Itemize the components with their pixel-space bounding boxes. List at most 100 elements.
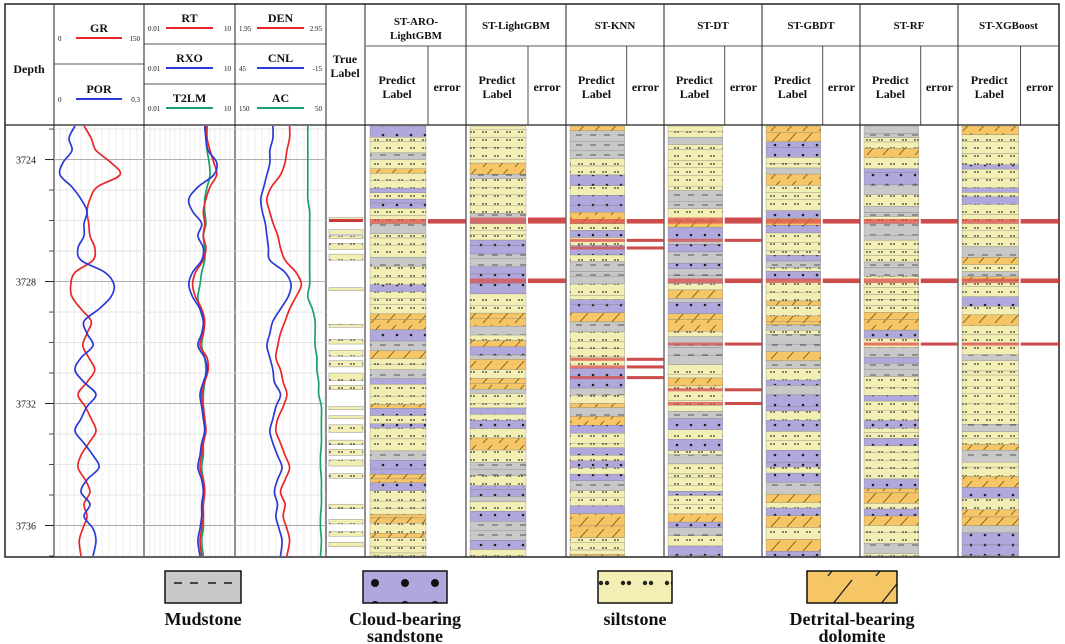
lithology-layer [961, 509, 1019, 518]
true-label-layer [328, 473, 364, 479]
lithology-layer [863, 468, 919, 480]
predict-label-text: Predict [378, 73, 415, 87]
lithology-layer [469, 462, 527, 470]
lithology-layer [961, 325, 1019, 336]
lithology-layer [863, 137, 919, 143]
lithology-layer [667, 283, 723, 291]
lithology-layer [369, 395, 427, 405]
lithology-layer [667, 527, 723, 536]
curve-name: GR [90, 21, 108, 35]
lithology-layer [469, 389, 527, 394]
error-band [822, 278, 860, 284]
error-band [724, 388, 762, 392]
lithology-layer [569, 295, 625, 300]
error-band [724, 401, 762, 406]
predict-label-text: Predict [578, 73, 615, 87]
curve-name: RT [181, 11, 197, 25]
lithology-layer [469, 496, 527, 502]
lithology-layer [569, 460, 625, 468]
lithology-layer [765, 300, 821, 306]
lithology-layer [569, 442, 625, 448]
lithology-layer [469, 521, 527, 531]
lithology-layer [569, 403, 625, 408]
lithology-layer [469, 326, 527, 336]
lithology-layer [469, 293, 527, 306]
lithology-layer [569, 537, 625, 543]
lithology-layer [469, 129, 527, 138]
curve-scale-min: 0 [58, 96, 62, 104]
lithology-layer [863, 492, 919, 504]
lithology-layer [369, 223, 427, 234]
lithology-layer [667, 347, 723, 356]
error-band [626, 357, 664, 361]
predict-label-text: Predict [478, 73, 515, 87]
true-label-title: True [333, 52, 358, 66]
lithology-layer [765, 515, 821, 528]
lithology-layer [765, 305, 821, 317]
curve-gr [69, 125, 122, 557]
error-band [1020, 342, 1059, 346]
lithology-layer [369, 404, 427, 409]
legend-swatch-dolo [806, 570, 898, 604]
lithology-layer [667, 263, 723, 269]
lithology-layer [569, 205, 625, 213]
lithology-layer [863, 125, 919, 134]
lithology-layer [369, 159, 427, 169]
lithology-layer [469, 178, 527, 188]
lithology-layer [765, 368, 821, 381]
lithology-layer [961, 125, 1019, 135]
lithology-layer [667, 389, 723, 402]
error-marker [766, 219, 821, 224]
curve-scale-min: 0.01 [148, 65, 161, 73]
model-name: ST-LightGBM [482, 20, 551, 32]
lithology-layer [863, 157, 919, 169]
lithology-layer [369, 384, 427, 397]
curve-cnl [259, 125, 293, 557]
lithology-layer [569, 394, 625, 404]
lithology-layer [469, 449, 527, 463]
model-name: ST-GBDT [787, 20, 835, 32]
lithology-layer [469, 359, 527, 370]
lithology-layer [369, 478, 427, 484]
curve-scale-min: 0 [58, 35, 62, 43]
predict-label-text-2: Label [582, 87, 612, 101]
curve-scale-min: 0.01 [148, 25, 161, 33]
lithology-layer [667, 137, 723, 145]
lithology-layer [667, 144, 723, 150]
curve-scale-max: -15 [313, 65, 323, 73]
lithology-layer [765, 482, 821, 495]
error-marker [570, 376, 625, 380]
lithology-layer [863, 503, 919, 510]
lithology-layer [369, 358, 427, 365]
lithology-layer [469, 428, 527, 439]
lithology-layer [469, 147, 527, 160]
lithology-layer [765, 210, 821, 219]
error-marker [962, 219, 1019, 224]
legend-label: Detrital-bearing [790, 609, 915, 629]
lithology-layer [765, 147, 821, 158]
lithology-layer [961, 462, 1019, 468]
predict-label-text-2: Label [876, 87, 906, 101]
lithology-layer [667, 302, 723, 314]
legend-swatch-silt [597, 570, 673, 604]
lithology-layer [667, 313, 723, 320]
lithology-layer [469, 318, 527, 327]
lithology-layer [961, 237, 1019, 247]
lithology-layer [469, 340, 527, 347]
lithology-layer [863, 184, 919, 195]
lithology-layer [569, 174, 625, 186]
lithology-layer [667, 535, 723, 547]
lithology-layer [469, 485, 527, 490]
lithology-layer [569, 261, 625, 272]
lithology-layer [569, 407, 625, 417]
legend-label: siltstone [604, 609, 667, 629]
lithology-layer [569, 230, 625, 238]
lithology-layer [863, 347, 919, 358]
lithology-layer [765, 250, 821, 256]
lithology-layer [961, 204, 1019, 215]
lithology-layer [667, 405, 723, 412]
lithology-layer [569, 312, 625, 323]
lithology-layer [765, 242, 821, 252]
legend-swatch-sand [362, 570, 448, 604]
lithology-layer [765, 406, 821, 412]
